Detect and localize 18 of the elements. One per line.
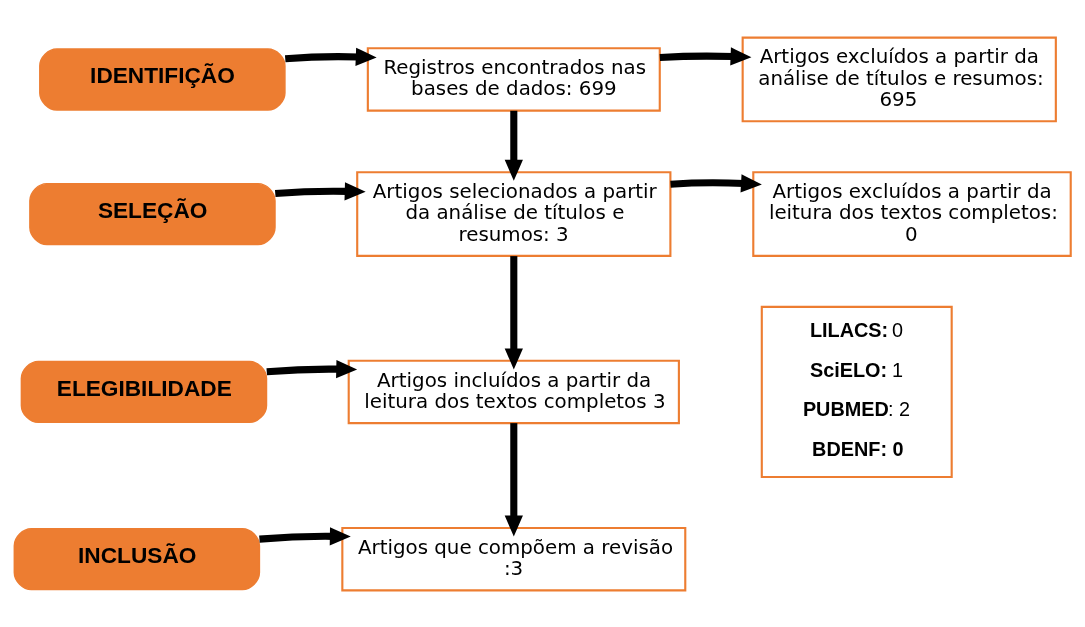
arrow (504, 255, 523, 369)
arrow (504, 422, 523, 536)
node-box: ELEGIBILIDADE (20, 360, 268, 423)
node-box: Artigos excluídos a partir da leitura dos textos completos: 0 (752, 170, 1072, 257)
node-box: LILACS: 0 SciELO: 1 PUBMED: 2 BDENF: 0 (760, 305, 953, 478)
node-box: Artigos selecionados a partir da análise de títulos e resumos: 3 (356, 170, 672, 257)
node-box: Artigos incluídos a partir da leitura dos textos completos 3 (347, 359, 680, 424)
node-box: Artigos excluídos a partir da análise de títulos e resumos: 695 (741, 36, 1057, 122)
arrow (659, 46, 752, 66)
arrow (266, 359, 358, 378)
node-box: IDENTIFIÇÃO (39, 47, 286, 111)
node-box: INCLUSÃO (13, 527, 261, 590)
node-box: Artigos que compõem a revisão :3 (341, 526, 687, 591)
arrow (259, 526, 351, 545)
arrow (275, 181, 366, 200)
node-box: Registros encontrados nas bases de dados: 699 (366, 46, 661, 112)
arrow (284, 47, 377, 66)
node-box: SELEÇÃO (29, 182, 276, 245)
